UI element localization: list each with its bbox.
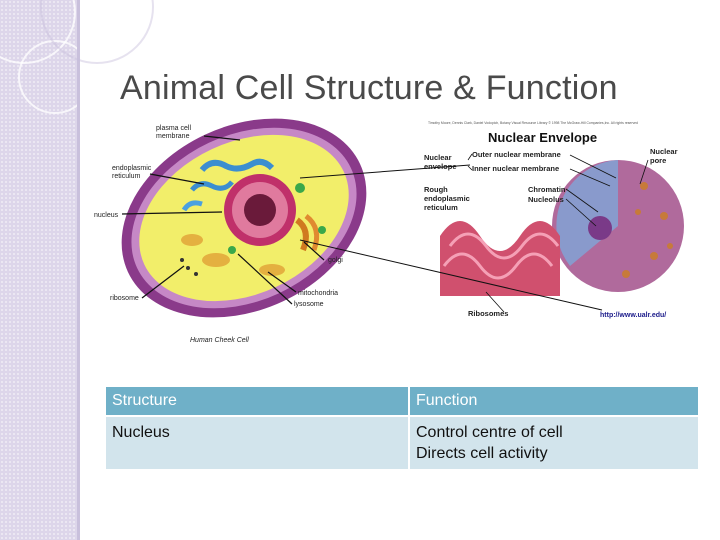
figure-credit: Timothy Moore, Dennis Clark, Daniel Vodo… [428, 121, 638, 125]
label-rough-er-3: reticulum [424, 203, 458, 212]
label-nucleus: nucleus [94, 212, 119, 219]
rough-er-folds [440, 221, 560, 296]
label-rough-er: Rough [424, 185, 448, 194]
label-mitochondria: mitochondria [298, 290, 338, 297]
label-lysosome: lysosome [294, 301, 324, 308]
ribosome-shape [194, 272, 198, 276]
label-er: endoplasmic [112, 165, 152, 172]
slide-title: Animal Cell Structure & Function [120, 68, 618, 107]
label-nuclear-envelope-2: envelope [424, 162, 457, 171]
nucleolus-shape [588, 216, 612, 240]
left-decorative-band [0, 0, 92, 540]
label-plasma-membrane: plasma cell [156, 125, 191, 132]
lysosome-shape [318, 226, 326, 234]
function-line: Directs cell activity [416, 445, 548, 462]
label-plasma-membrane-2: membrane [156, 133, 190, 140]
cutaway [556, 160, 618, 266]
structure-function-table: Structure Function Nucleus Control centr… [104, 385, 700, 471]
mitochondrion-shape [259, 264, 285, 276]
nucleolus-shape [244, 194, 276, 226]
figure-title: Nuclear Envelope [488, 130, 597, 145]
er-shape [190, 180, 234, 192]
label-nuclear-envelope: Nuclear [424, 153, 452, 162]
label-nuclear-pore: Nuclear [650, 147, 678, 156]
mitochondrion-shape [202, 253, 230, 267]
label-nucleolus: Nucleolus [528, 195, 564, 204]
header-function: Function [410, 387, 698, 415]
mitochondrion-shape [181, 234, 203, 246]
lysosome-shape [228, 246, 236, 254]
label-outer-membrane: Outer nuclear membrane [472, 150, 561, 159]
figure-caption: Human Cheek Cell [190, 337, 249, 344]
function-line: Control centre of cell [416, 424, 563, 441]
header-structure: Structure [106, 387, 408, 415]
ribosome-shape [186, 266, 190, 270]
er-shape [181, 200, 203, 212]
lysosome-shape [295, 183, 305, 193]
label-ribosome: ribosome [110, 295, 139, 302]
er-shape [199, 158, 275, 173]
animal-cell-diagram: plasma cell membrane endoplasmic reticul… [94, 118, 367, 344]
label-golgi: golgi [328, 257, 343, 264]
label-er-2: reticulum [112, 173, 141, 180]
nuclear-envelope-diagram: Timothy Moore, Dennis Clark, Daniel Vodo… [424, 121, 684, 319]
source-url-link[interactable]: http://www.ualr.edu/ [600, 312, 666, 319]
table-header-row: Structure Function [106, 387, 698, 415]
label-nuclear-pore-2: pore [650, 156, 666, 165]
cell-function: Control centre of cell Directs cell acti… [410, 417, 698, 469]
table-row: Nucleus Control centre of cell Directs c… [106, 417, 698, 469]
label-chromatin: Chromatin [528, 185, 566, 194]
nuclear-pores [622, 182, 673, 278]
label-inner-membrane: Inner nuclear membrane [472, 164, 559, 173]
ribosome-shape [180, 258, 184, 262]
cell-structure: Nucleus [106, 417, 408, 469]
label-rough-er-2: endoplasmic [424, 194, 470, 203]
label-ribosomes: Ribosomes [468, 309, 508, 318]
